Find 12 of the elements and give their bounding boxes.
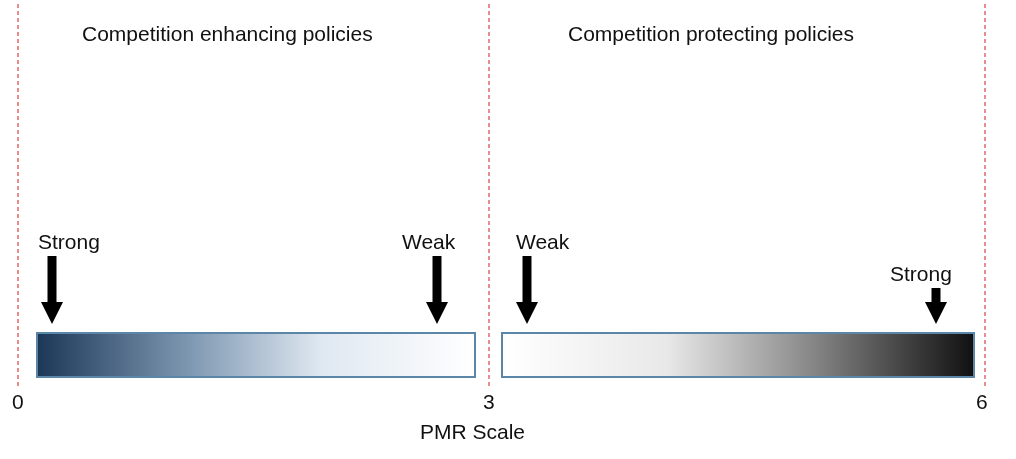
- section-heading: Competition enhancing policies: [82, 22, 373, 46]
- section-heading: Competition protecting policies: [568, 22, 854, 46]
- tick-label: 3: [483, 390, 495, 414]
- gradient-bar: [36, 332, 476, 378]
- scale-label: Weak: [402, 230, 456, 254]
- scale-label: Strong: [890, 262, 952, 286]
- gradient-bar: [501, 332, 975, 378]
- tick-label: 6: [976, 390, 988, 414]
- axis-title: PMR Scale: [420, 420, 526, 444]
- scale-label: Strong: [38, 230, 100, 254]
- tick-label: 0: [12, 390, 24, 414]
- scale-label: Weak: [516, 230, 570, 254]
